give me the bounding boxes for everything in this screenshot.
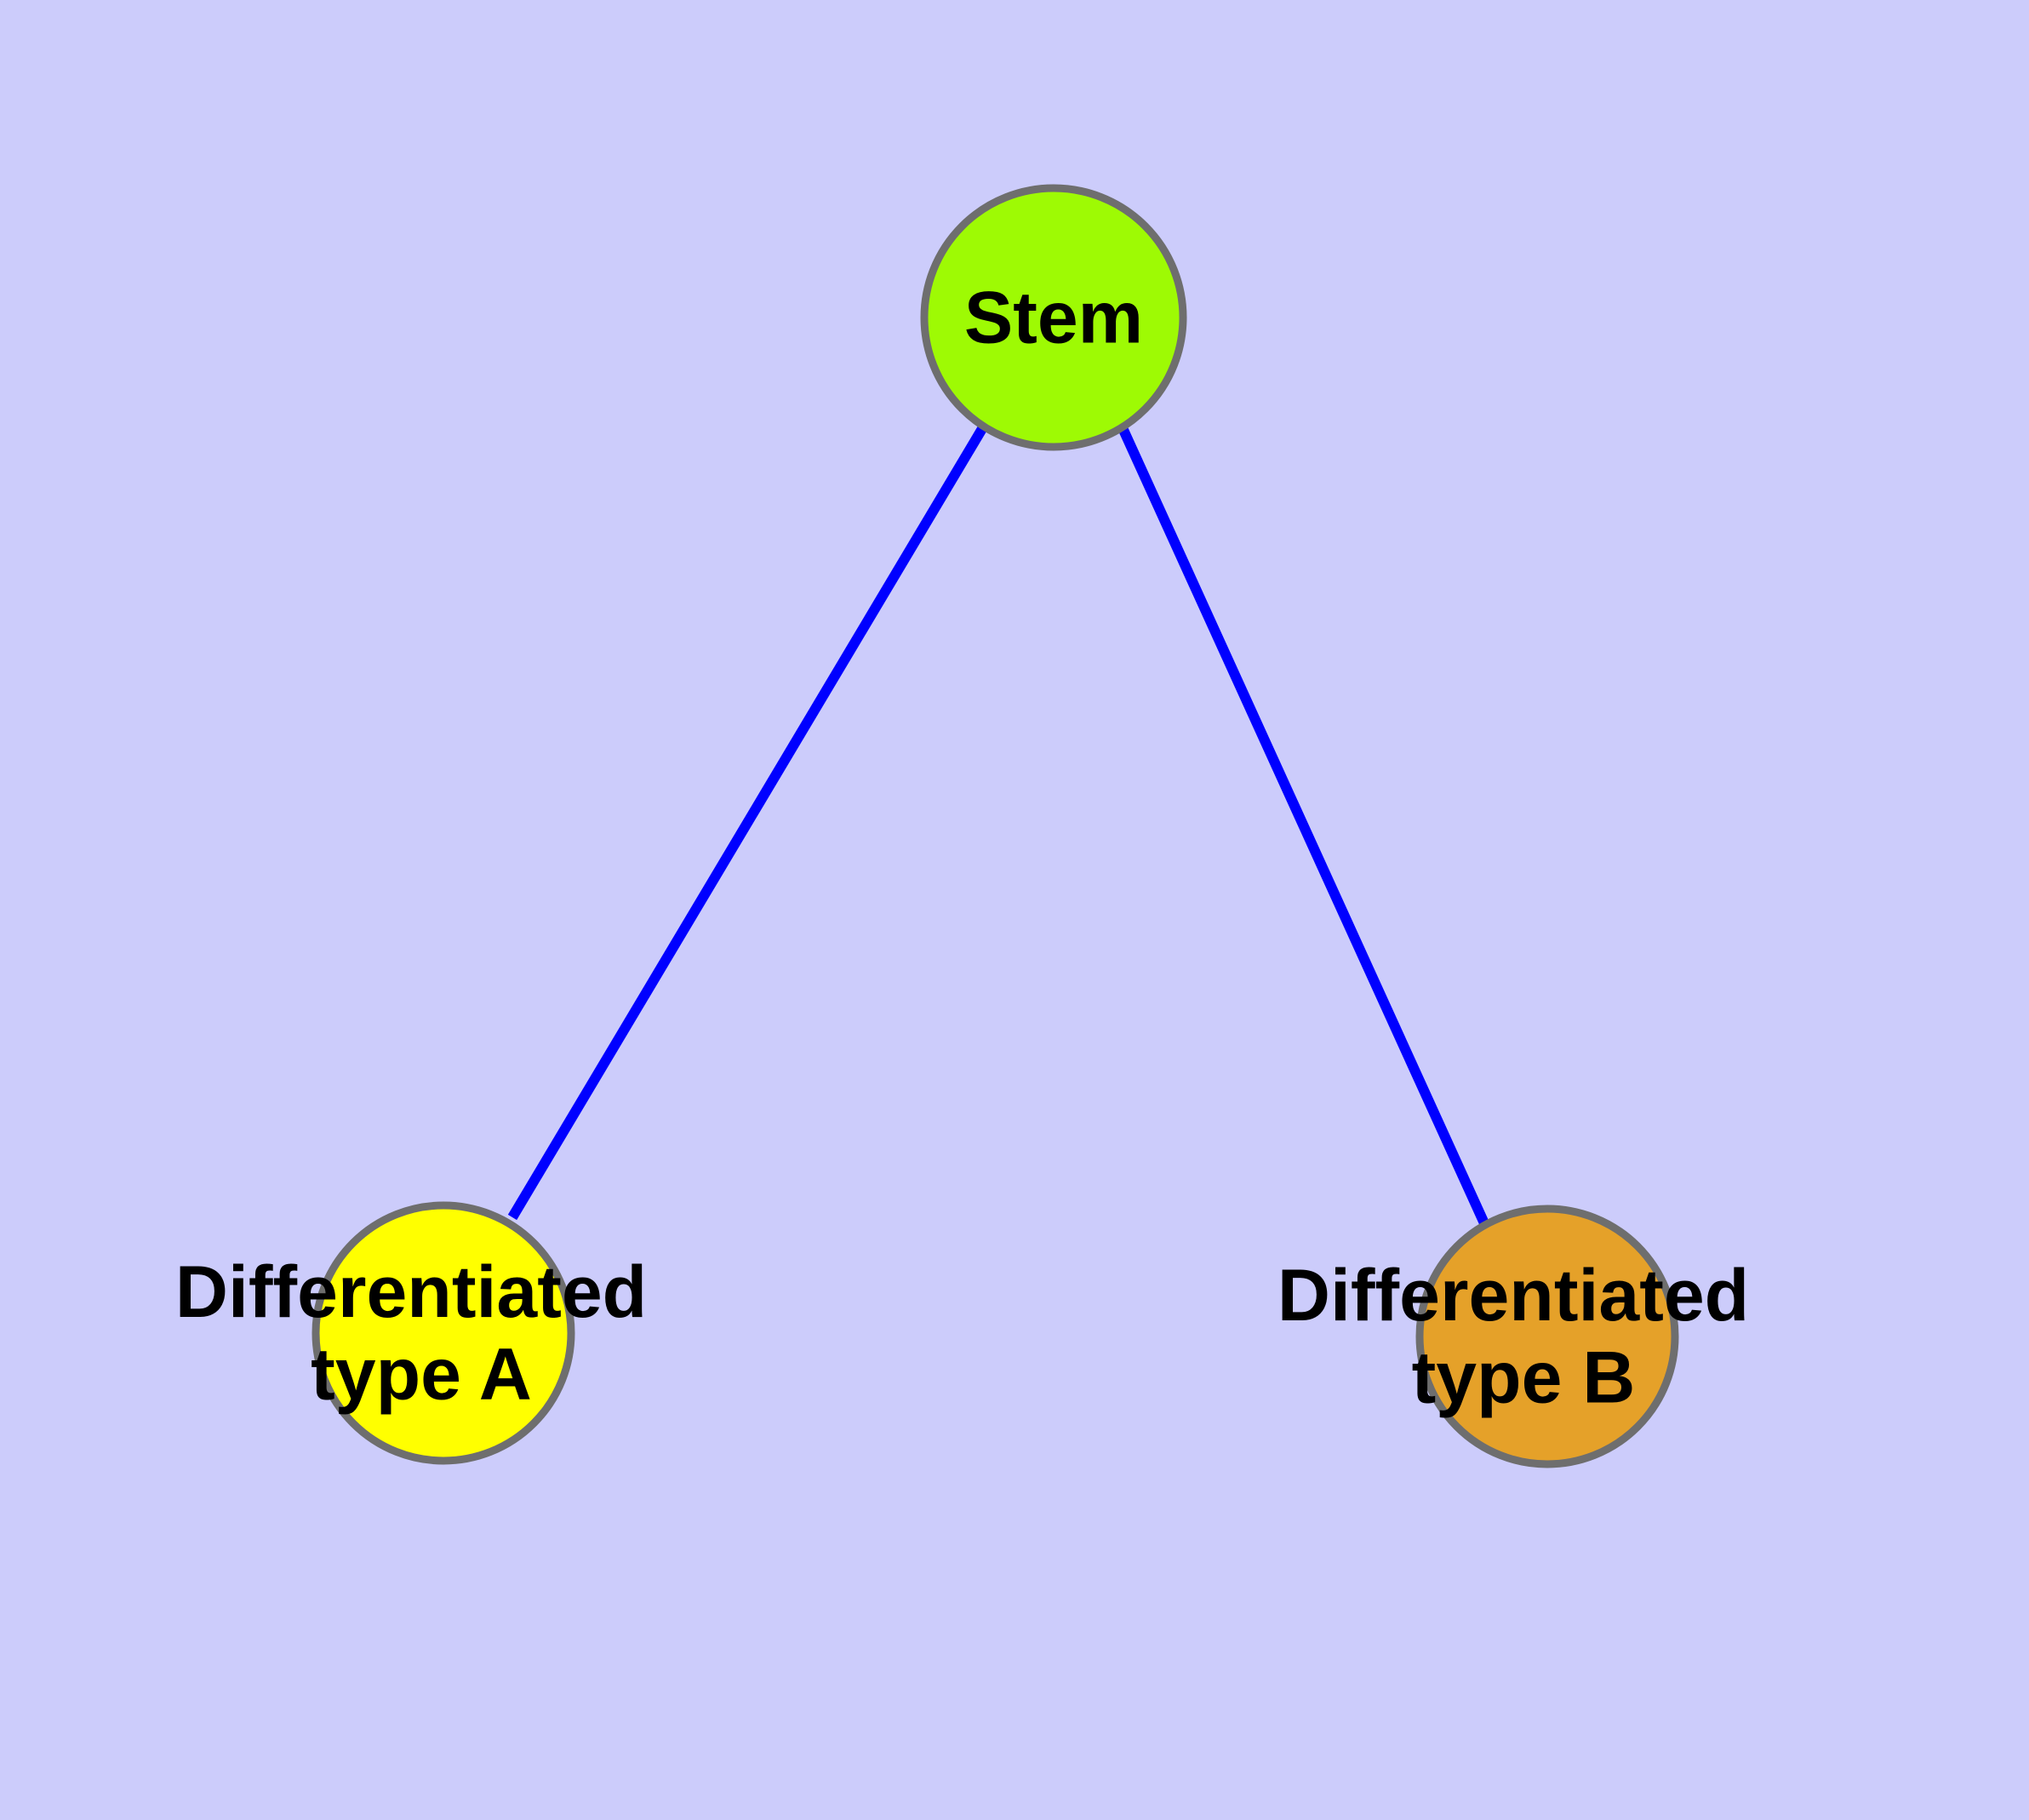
edges-layer — [507, 424, 1489, 1226]
edge-stem-to-differentiated-type-b — [1118, 427, 1489, 1226]
node-stem[interactable] — [920, 184, 1187, 451]
node-differentiated-type-b[interactable] — [1415, 1205, 1679, 1468]
node-label-differentiated-type-a: Differentiated type A — [175, 1246, 667, 1416]
labels-layer: Stem Differentiated type A Differentiate… — [175, 277, 1769, 1419]
node-differentiated-type-a[interactable] — [311, 1201, 575, 1465]
node-label-stem: Stem — [964, 277, 1143, 358]
edge-stem-to-differentiated-type-a — [507, 424, 988, 1221]
nodes-layer — [311, 184, 1679, 1468]
node-label-differentiated-type-b: Differentiated type B — [1277, 1250, 1769, 1419]
